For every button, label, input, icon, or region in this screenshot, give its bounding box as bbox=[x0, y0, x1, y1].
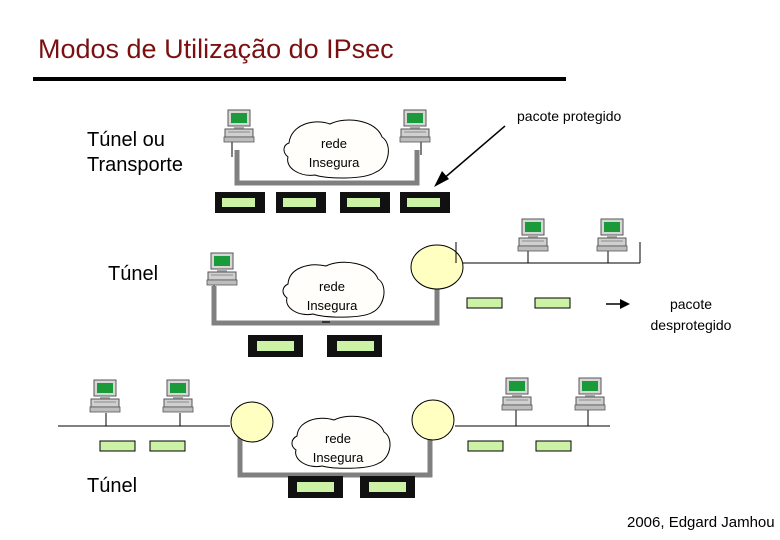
cloud-label-top: rede Insegura bbox=[289, 134, 379, 172]
computer-icon bbox=[575, 378, 605, 410]
middle-lan bbox=[456, 219, 640, 263]
middle-network bbox=[207, 219, 640, 357]
unprotected-packet bbox=[467, 298, 502, 308]
cloud-label-middle-line1: rede bbox=[287, 277, 377, 296]
packet-payload bbox=[407, 198, 440, 207]
computer-icon bbox=[502, 378, 532, 410]
cloud-label-top-line2: Insegura bbox=[289, 153, 379, 172]
computer-icon bbox=[400, 110, 430, 142]
computer-icon bbox=[597, 219, 627, 251]
unprotected-packet bbox=[150, 441, 185, 451]
security-gateway-right bbox=[412, 400, 454, 440]
top-packet-row bbox=[215, 192, 450, 213]
packet-payload bbox=[297, 482, 334, 492]
unprotected-packet bbox=[100, 441, 135, 451]
computer-icon bbox=[207, 253, 237, 285]
packet-payload bbox=[369, 482, 406, 492]
security-gateway bbox=[411, 245, 463, 289]
cloud-label-bottom-line2: Insegura bbox=[293, 448, 383, 467]
security-gateway-left bbox=[231, 402, 273, 442]
packet-payload bbox=[337, 341, 374, 351]
cloud-label-bottom-line1: rede bbox=[293, 429, 383, 448]
cloud-label-top-line1: rede bbox=[289, 134, 379, 153]
author-credit: 2006, Edgard Jamhou bbox=[627, 514, 775, 531]
unprotected-packet bbox=[468, 441, 503, 451]
packet-payload bbox=[222, 198, 255, 207]
protected-packet-arrow bbox=[434, 126, 505, 187]
packet-payload bbox=[257, 341, 294, 351]
bottom-left-lan bbox=[58, 380, 230, 451]
packet-payload bbox=[283, 198, 316, 207]
cloud-label-middle-line2: Insegura bbox=[287, 296, 377, 315]
unprotected-packet bbox=[535, 298, 570, 308]
unprotected-packet-arrow bbox=[606, 299, 630, 309]
computer-icon bbox=[224, 110, 254, 142]
computer-icon bbox=[163, 380, 193, 412]
computer-icon bbox=[518, 219, 548, 251]
cloud-label-middle: rede Insegura bbox=[287, 277, 377, 315]
bottom-packets bbox=[288, 476, 415, 498]
packet-payload bbox=[347, 198, 380, 207]
computer-icon bbox=[90, 380, 120, 412]
bottom-right-lan bbox=[455, 378, 610, 451]
unprotected-packet bbox=[536, 441, 571, 451]
cloud-label-bottom: rede Insegura bbox=[293, 429, 383, 467]
